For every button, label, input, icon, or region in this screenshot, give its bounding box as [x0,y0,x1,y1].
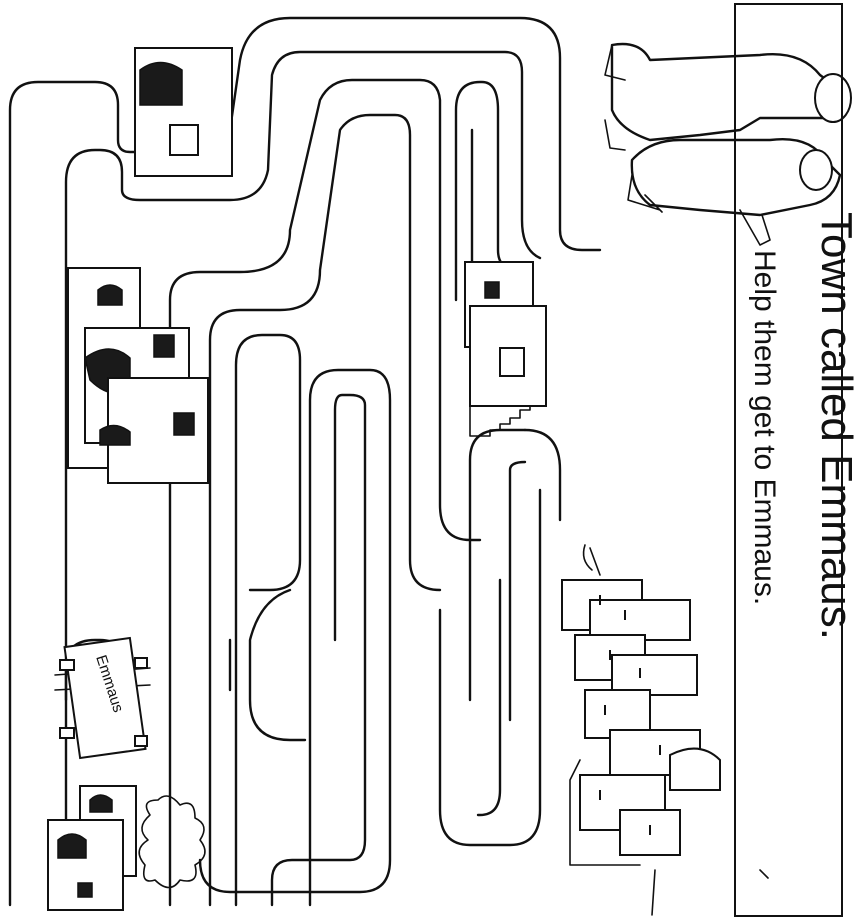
emmaus-signpost: Emmaus [54,636,151,760]
house-center [464,261,547,437]
houses-bottom-left [47,785,206,911]
maze-path [8,16,602,907]
city-jerusalem [561,544,721,866]
worksheet-instruction: Help them get to Emmaus. [748,250,781,605]
worksheet-heading: Town called Emmaus. [812,212,857,640]
instruction-panel [734,3,843,917]
house-top-left [134,47,233,177]
houses-cluster-left [67,267,209,484]
stray-marks [651,869,769,916]
